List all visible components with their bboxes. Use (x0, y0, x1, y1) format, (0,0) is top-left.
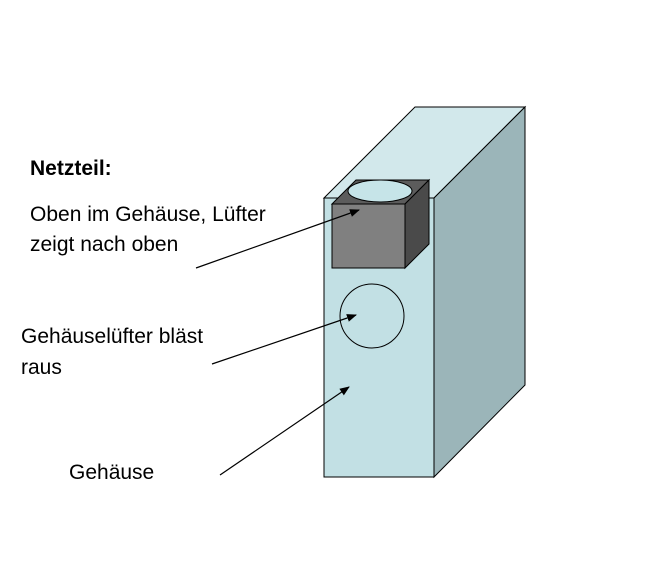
arrow-to-case-fan (211, 314, 357, 365)
arrow-to-case (219, 386, 350, 476)
psu-description-line-1: Oben im Gehäuse, Lüfter (30, 203, 266, 226)
case-label: Gehäuse (69, 461, 155, 484)
psu-description-line-2: zeigt nach oben (30, 233, 179, 256)
psu-fan-ellipse (347, 179, 413, 203)
psu-title-label: Netzteil: (30, 157, 112, 180)
case-fan-label-line-2: raus (21, 356, 62, 379)
arrow-to-psu (195, 209, 360, 269)
case-fan-circle (339, 283, 405, 349)
case-fan-label-line-1: Gehäuselüfter bläst (21, 325, 204, 348)
psu-front-face (331, 203, 406, 269)
